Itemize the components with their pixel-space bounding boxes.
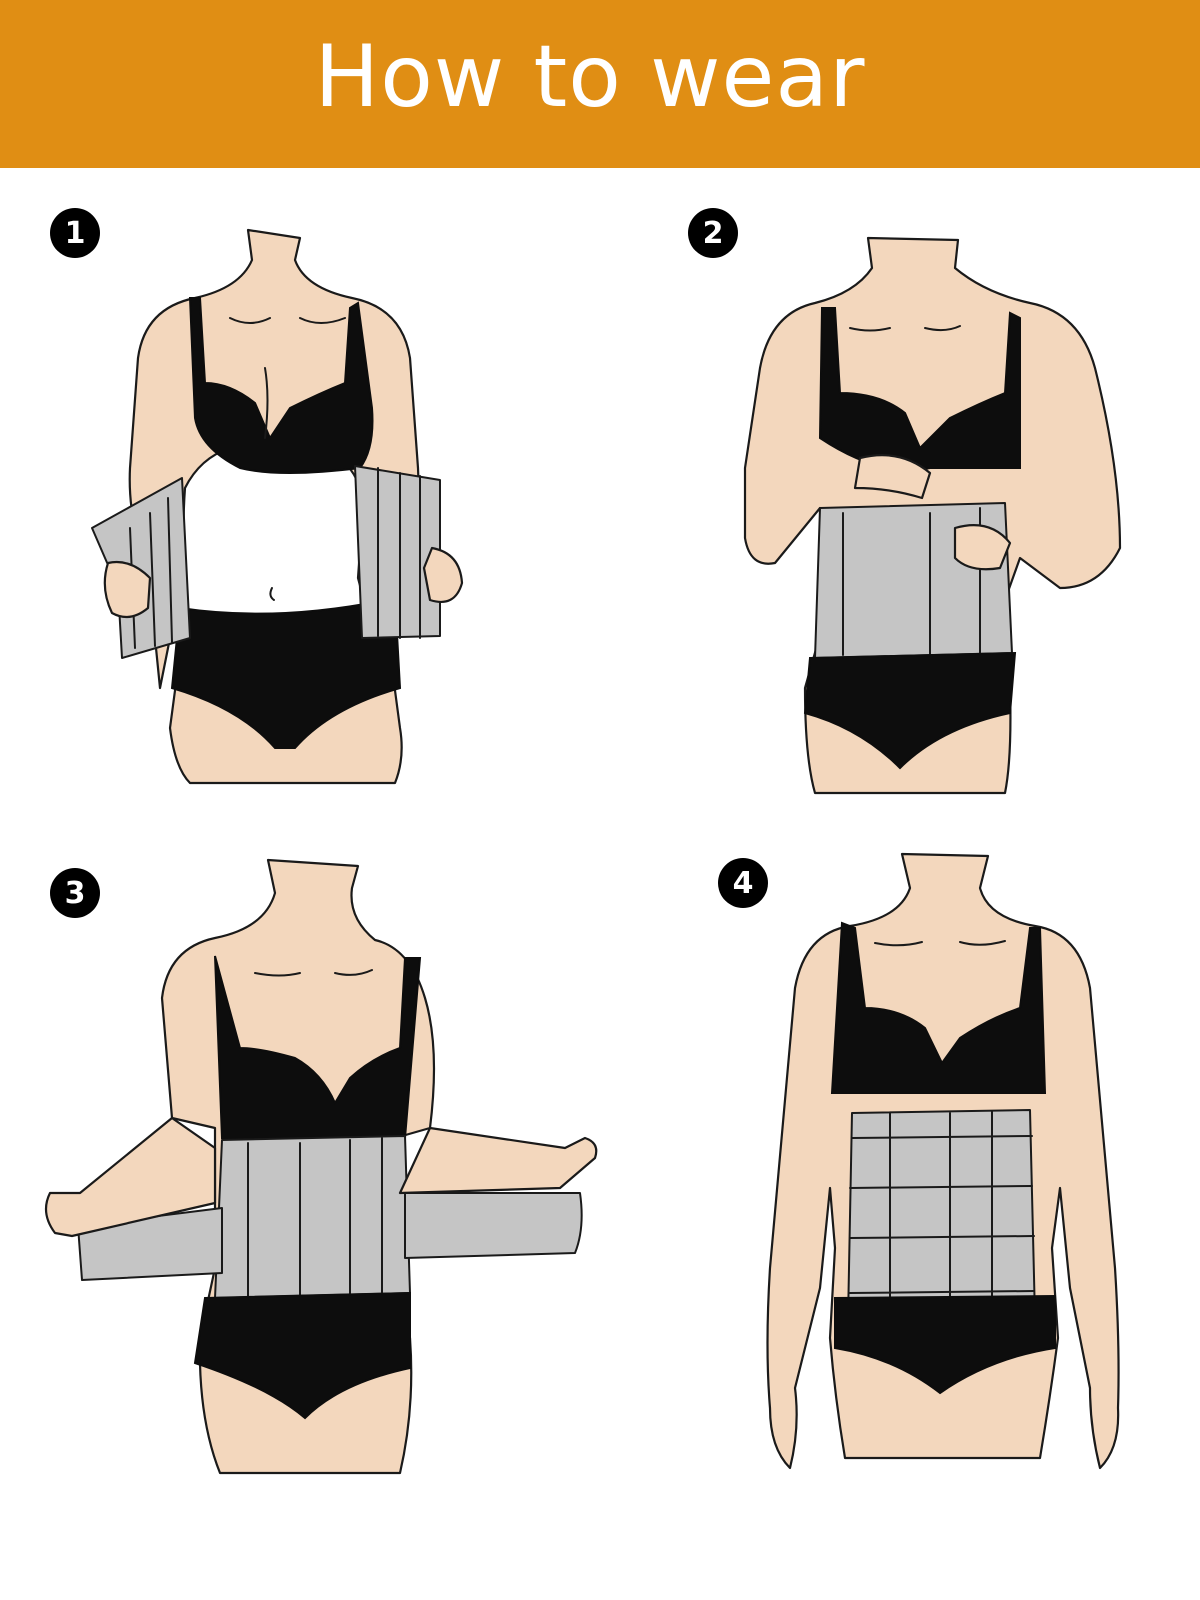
step-1-illustration: [91, 228, 464, 785]
step-3-illustration: [44, 858, 598, 1475]
step-number-badge: 1: [50, 208, 100, 258]
step-2-illustration: [743, 236, 1122, 795]
step-number-badge: 3: [50, 868, 100, 918]
step-1-panel: 1: [0, 168, 600, 848]
step-number-badge: 4: [718, 858, 768, 908]
step-2-panel: 2: [600, 168, 1200, 848]
step-3-panel: 3: [0, 848, 620, 1498]
step-4-illustration: [766, 852, 1120, 1470]
page-title: How to wear: [314, 27, 866, 127]
step-number-badge: 2: [688, 208, 738, 258]
header-banner: How to wear: [0, 0, 1200, 168]
step-4-panel: 4: [620, 848, 1200, 1498]
